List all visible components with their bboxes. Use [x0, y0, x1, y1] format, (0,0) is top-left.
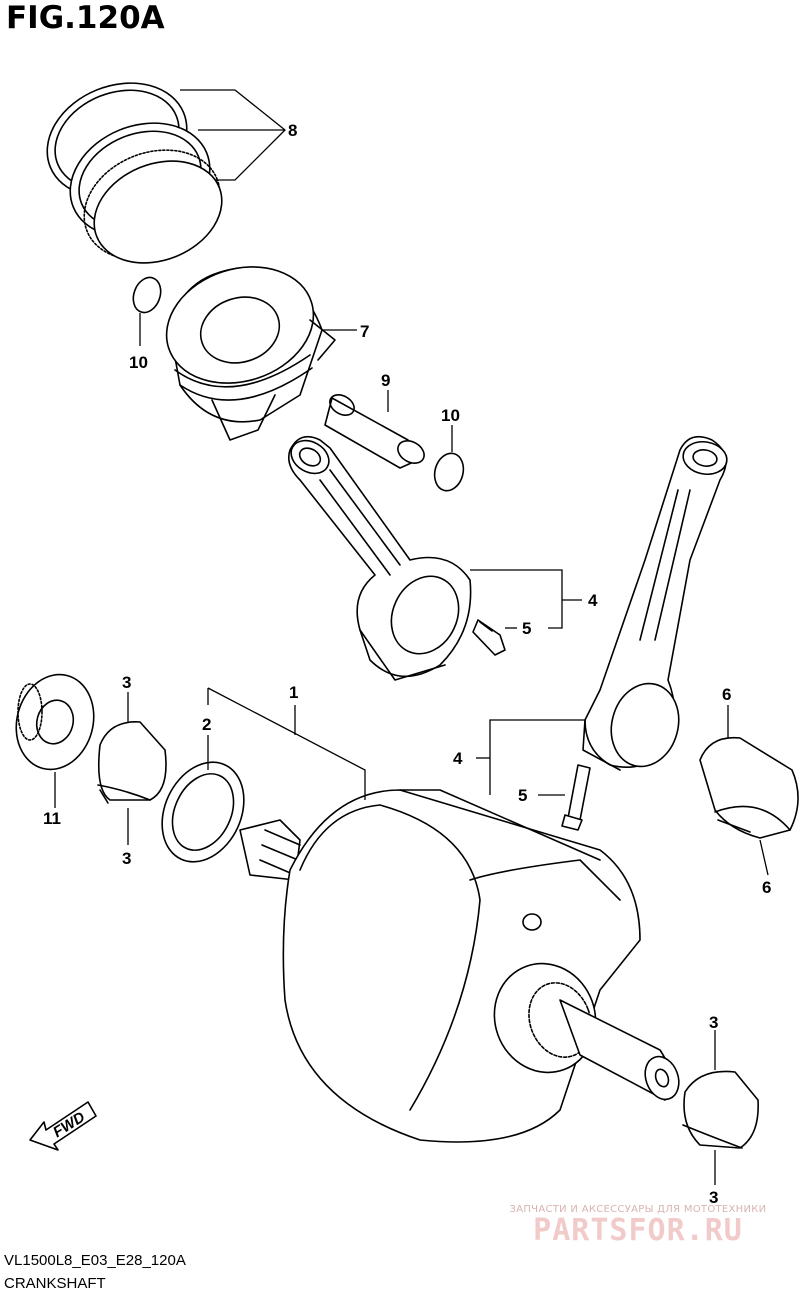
callout-10-left: 10 [129, 353, 148, 372]
crankpin-bearing [699, 736, 799, 839]
callout-3-right-bottom: 3 [709, 1188, 718, 1207]
crankshaft [239, 789, 680, 1143]
callout-10-right: 10 [441, 406, 460, 425]
callout-4-front: 4 [588, 591, 598, 610]
main-bearing-left [97, 721, 167, 804]
connecting-rod-rear [582, 435, 728, 771]
callout-labels: 8 7 10 9 10 4 5 3 1 6 2 4 5 11 3 6 3 3 [43, 121, 771, 1207]
figure-title: FIG.120A [6, 0, 165, 36]
callout-7: 7 [360, 322, 369, 341]
connecting-rod-front [287, 435, 472, 681]
thrust-washer [161, 761, 245, 863]
watermark-tagline: ЗАПЧАСТИ И АКСЕССУАРЫ ДЛЯ МОТОТЕХНИКИ [509, 1204, 767, 1215]
rod-bolt-rear [561, 764, 591, 831]
circlip-left [132, 276, 162, 314]
main-bearing-right [682, 1070, 759, 1149]
model-code: VL1500L8_E03_E28_120A [4, 1252, 186, 1269]
callout-5-rear: 5 [518, 786, 527, 805]
circlip-right [433, 452, 465, 492]
callout-8: 8 [288, 121, 297, 140]
callout-6-bottom: 6 [762, 878, 771, 897]
callout-3-left-bottom: 3 [122, 849, 131, 868]
watermark: ЗАПЧАСТИ И АКСЕССУАРЫ ДЛЯ МОТОТЕХНИКИ PA… [488, 1204, 788, 1248]
piston-rings [46, 82, 223, 264]
rod-bolt-front [472, 619, 506, 656]
callout-3-right-top: 3 [709, 1013, 718, 1032]
piston [165, 266, 336, 441]
primary-drive-gear [15, 673, 95, 771]
watermark-logo: PARTSFOR.RU [533, 1213, 743, 1248]
fwd-arrow: FWD [29, 1101, 97, 1151]
section-name: CRANKSHAFT [4, 1275, 106, 1292]
leader-lines [54, 89, 769, 1185]
callout-1: 1 [289, 683, 298, 702]
callout-9: 9 [381, 371, 390, 390]
callout-2: 2 [202, 715, 211, 734]
callout-6-top: 6 [722, 685, 731, 704]
callout-4-rear: 4 [453, 749, 463, 768]
callout-5-front: 5 [522, 619, 531, 638]
callout-11: 11 [43, 809, 61, 828]
callout-3-left-top: 3 [122, 673, 131, 692]
piston-pin [324, 394, 425, 469]
